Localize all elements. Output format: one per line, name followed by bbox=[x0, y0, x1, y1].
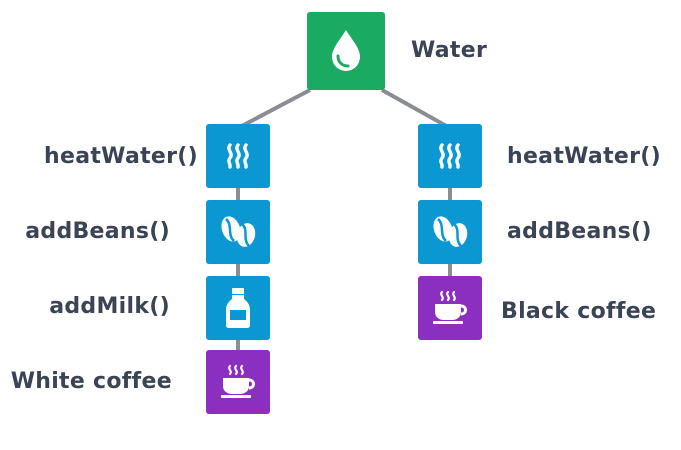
left-step-add-milk bbox=[206, 276, 270, 340]
edge-root-left bbox=[237, 88, 311, 130]
left-step-heat-water bbox=[206, 124, 270, 188]
right-step-heat-water bbox=[418, 124, 482, 188]
left-step-label-heat-water: heatWater() bbox=[44, 144, 198, 169]
water-drop-icon bbox=[332, 30, 360, 71]
left-step-label-add-beans: addBeans() bbox=[25, 219, 170, 244]
edge-root-right bbox=[381, 88, 451, 130]
right-step-label-add-beans: addBeans() bbox=[507, 219, 652, 244]
steam-icon bbox=[227, 143, 249, 169]
coffee-bean-icon bbox=[221, 216, 256, 247]
left-result-label-white-coffee: White coffee bbox=[10, 369, 172, 394]
steam-icon bbox=[439, 143, 461, 169]
coffee-bean-icon bbox=[433, 216, 468, 247]
right-result-label-black-coffee: Black coffee bbox=[501, 299, 657, 324]
coffee-cup-icon bbox=[221, 364, 255, 398]
milk-bottle-icon bbox=[226, 288, 250, 328]
right-step-label-heat-water: heatWater() bbox=[507, 144, 661, 169]
root-node-water bbox=[307, 12, 385, 90]
left-result-white-coffee bbox=[206, 350, 270, 414]
right-result-black-coffee bbox=[418, 276, 482, 340]
left-step-add-beans bbox=[206, 200, 270, 264]
root-label: Water bbox=[411, 38, 488, 63]
coffee-cup-icon bbox=[433, 290, 467, 324]
right-step-add-beans bbox=[418, 200, 482, 264]
left-step-label-add-milk: addMilk() bbox=[49, 294, 170, 319]
